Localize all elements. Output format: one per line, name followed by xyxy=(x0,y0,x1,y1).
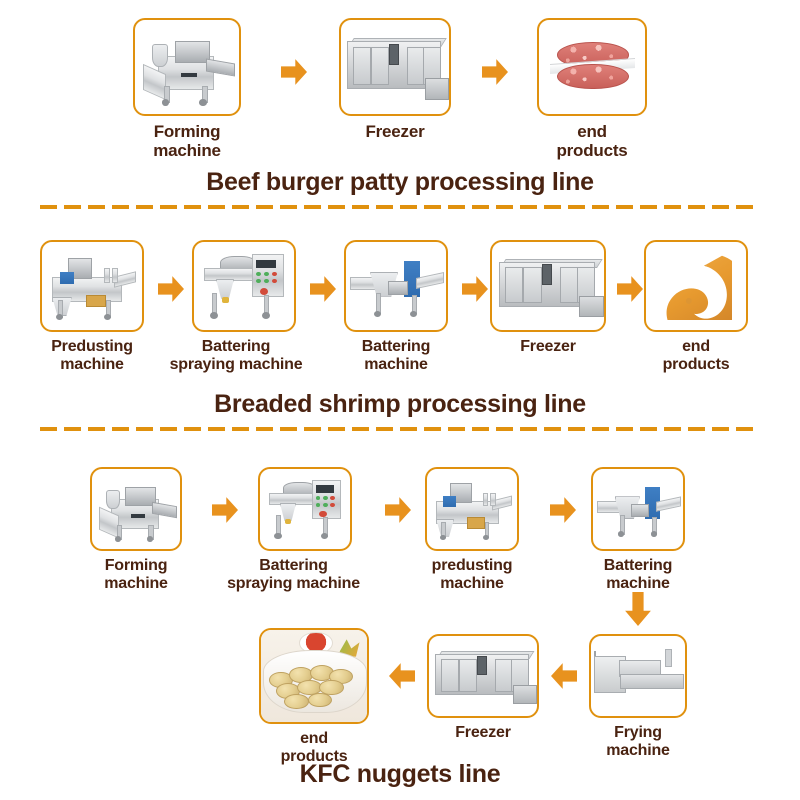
arrow-right-icon xyxy=(310,276,336,302)
step-label: Frying machine xyxy=(606,724,670,759)
step-battering-machine[interactable]: Battering machine xyxy=(344,240,448,374)
step-frying-machine[interactable]: Frying machine xyxy=(589,634,687,760)
step-end-products[interactable]: end products xyxy=(644,240,748,374)
predusting-machine-image xyxy=(425,467,519,551)
section-divider xyxy=(40,205,760,209)
step-label: Battering spraying machine xyxy=(169,338,303,373)
step-label: Battering machine xyxy=(603,557,673,592)
section-title: Breaded shrimp processing line xyxy=(214,390,586,418)
step-label: Forming machine xyxy=(104,557,168,592)
arrow-right-icon xyxy=(617,276,643,302)
step-forming-machine[interactable]: Forming machine xyxy=(90,467,182,593)
arrow-right-icon xyxy=(158,276,184,302)
step-label: Battering machine xyxy=(361,338,431,373)
section-title: KFC nuggets line xyxy=(299,760,501,788)
step-label: end products xyxy=(556,122,628,161)
battering-machine-image xyxy=(344,240,448,332)
step-label: Battering spraying machine xyxy=(227,557,360,592)
nuggets-plate-image xyxy=(259,628,369,724)
freezer-tunnel-image xyxy=(427,634,539,718)
step-label: end products xyxy=(662,338,730,373)
step-battering-spraying-machine[interactable]: Battering spraying machine xyxy=(170,240,303,374)
step-end-products[interactable]: end products xyxy=(259,628,369,766)
section-divider xyxy=(40,427,760,431)
step-battering-machine[interactable]: Battering machine xyxy=(591,467,685,593)
arrow-left-icon xyxy=(551,663,577,689)
battering-spraying-machine-image xyxy=(258,467,352,551)
step-battering-spraying-machine[interactable]: Battering spraying machine xyxy=(227,467,360,593)
arrow-right-icon xyxy=(550,497,576,523)
step-freezer[interactable]: Freezer xyxy=(339,18,451,141)
step-label: Freezer xyxy=(455,724,511,741)
arrow-down-icon xyxy=(625,592,651,626)
battering-spraying-machine-image xyxy=(192,240,296,332)
arrow-left-icon xyxy=(389,663,415,689)
arrow-right-icon xyxy=(212,497,238,523)
step-label: Freezer xyxy=(520,338,576,355)
step-freezer[interactable]: Freezer xyxy=(427,634,539,742)
step-label: predusting machine xyxy=(431,557,513,592)
predusting-machine-image xyxy=(40,240,144,332)
step-forming-machine[interactable]: Forming machine xyxy=(133,18,241,160)
arrow-right-icon xyxy=(281,59,307,85)
breaded-shrimp-image xyxy=(644,240,748,332)
arrow-right-icon xyxy=(462,276,488,302)
step-label: end products xyxy=(280,730,348,765)
arrow-right-icon xyxy=(482,59,508,85)
step-label: Predusting machine xyxy=(51,338,133,373)
freezer-tunnel-image xyxy=(490,240,606,332)
section-title: Beef burger patty processing line xyxy=(206,168,594,196)
forming-machine-image xyxy=(90,467,182,551)
freezer-tunnel-image xyxy=(339,18,451,116)
step-freezer[interactable]: Freezer xyxy=(490,240,606,356)
forming-machine-image xyxy=(133,18,241,116)
battering-machine-image xyxy=(591,467,685,551)
step-predusting-machine[interactable]: predusting machine xyxy=(425,467,519,593)
step-end-products[interactable]: end products xyxy=(537,18,647,160)
frying-machine-image xyxy=(589,634,687,718)
step-label: Forming machine xyxy=(153,122,221,161)
step-predusting-machine[interactable]: Predusting machine xyxy=(40,240,144,374)
arrow-right-icon xyxy=(385,497,411,523)
step-label: Freezer xyxy=(365,122,425,141)
beef-patty-image xyxy=(537,18,647,116)
